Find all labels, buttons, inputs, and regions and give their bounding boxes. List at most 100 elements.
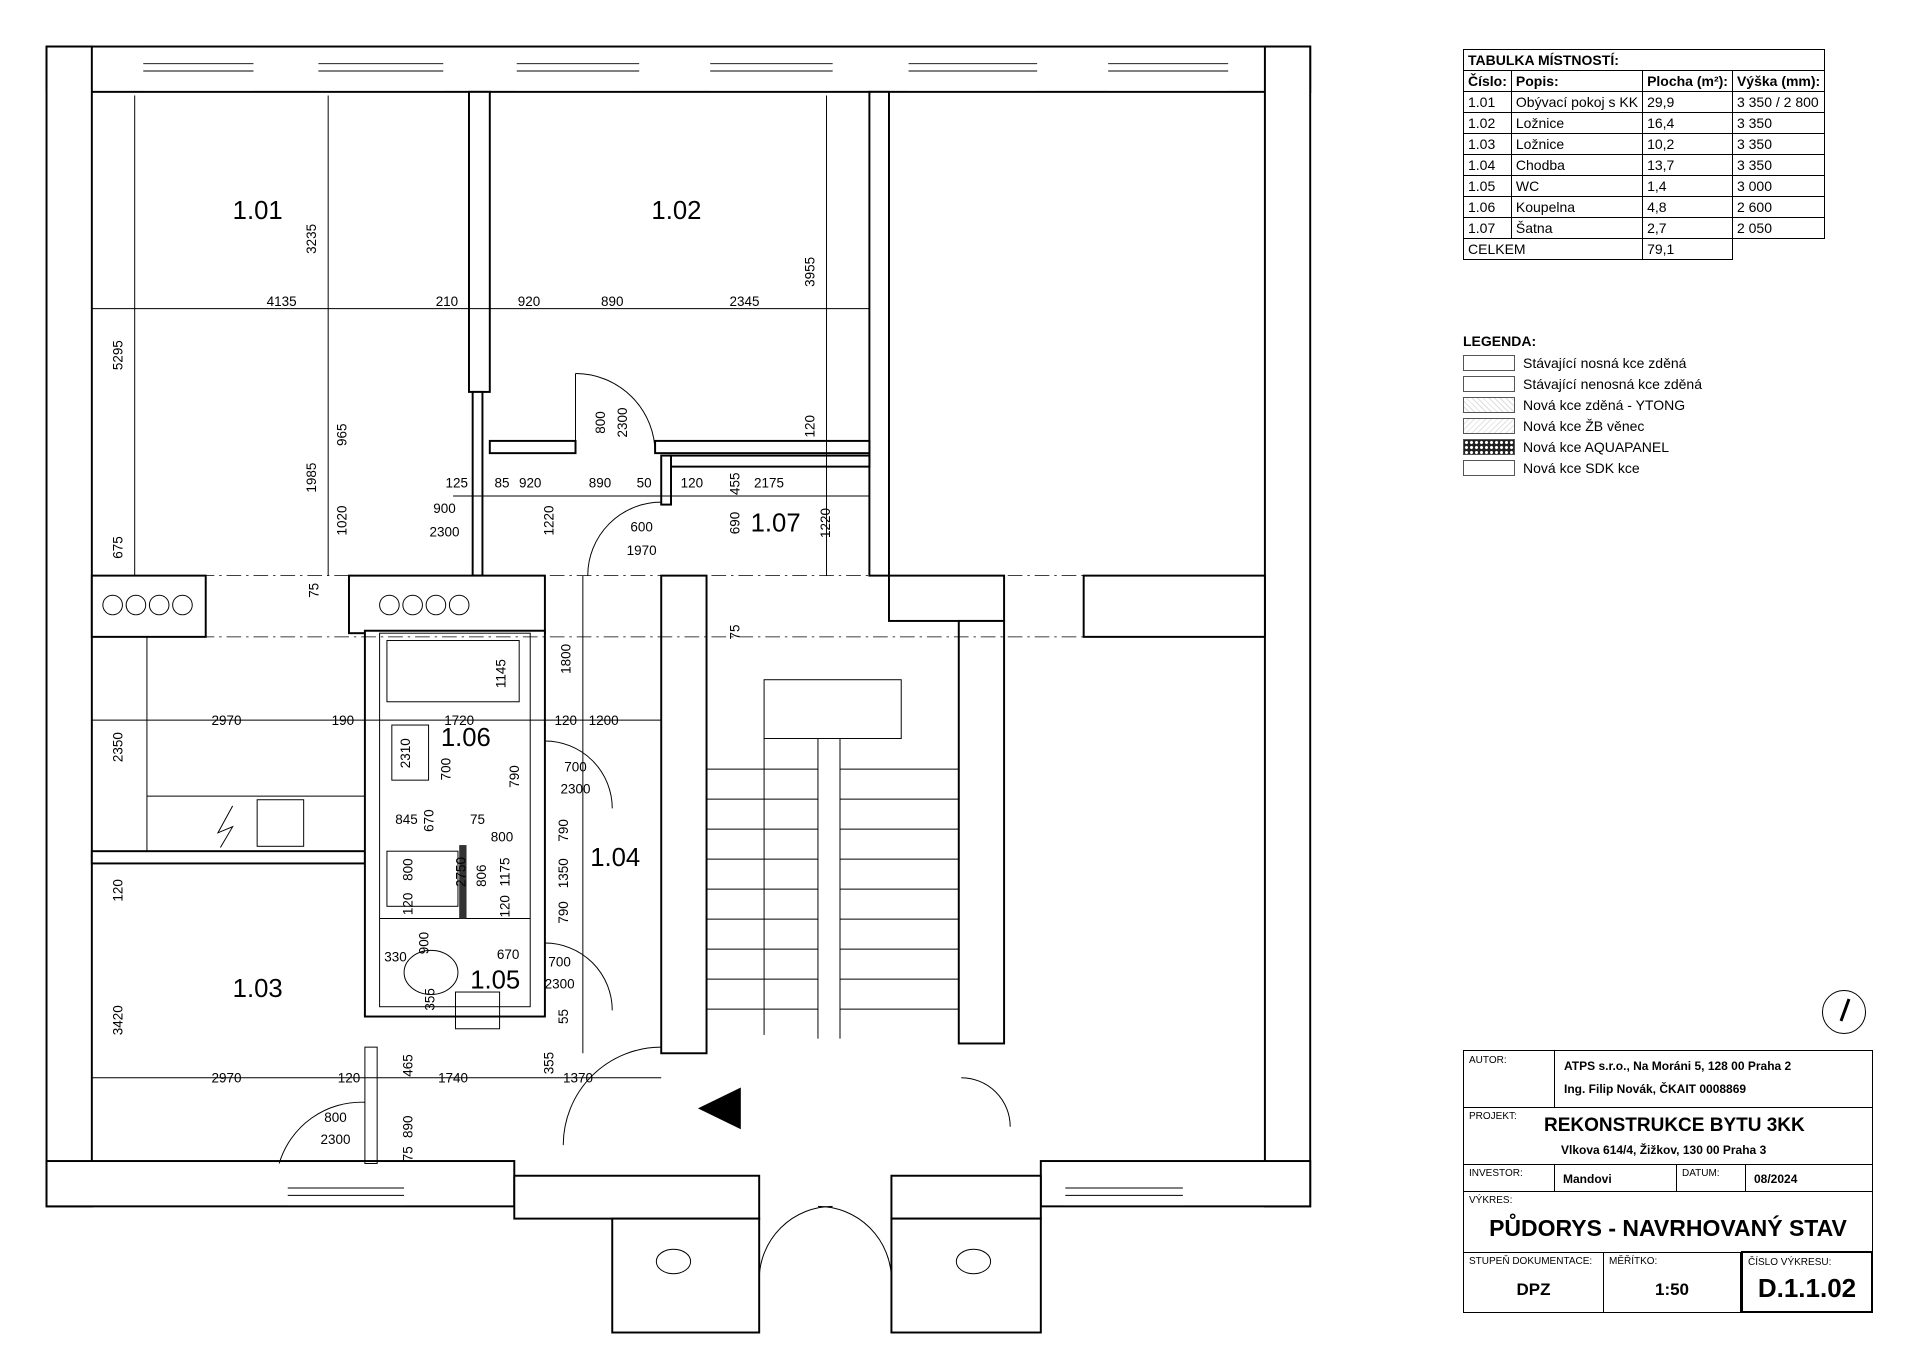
dimension-label: 120 [110, 879, 125, 901]
swatch-ytong [1463, 396, 1515, 413]
legend-label: Stávající nenosná kce zděná [1523, 375, 1703, 392]
cell-area: 1,4 [1642, 175, 1733, 197]
windows [143, 47, 1229, 1206]
dimension-label: 2970 [212, 1071, 242, 1086]
legend-label: Nová kce ŽB věnec [1523, 417, 1645, 434]
cell-description: Ložnice [1510, 112, 1644, 134]
stage: DPZ [1516, 1280, 1551, 1299]
dimension-label: 965 [335, 424, 350, 446]
room-label-1-07: 1.07 [751, 510, 801, 538]
cell-description: Koupelna [1510, 196, 1644, 218]
date: 08/2024 [1754, 1172, 1798, 1186]
cell-area: 10,2 [1642, 133, 1733, 155]
dimension-label: 120 [554, 713, 576, 728]
dimension-label: 2310 [398, 738, 413, 768]
legend-label: Nová kce SDK kce [1523, 459, 1640, 476]
dimension-label: 670 [421, 809, 436, 831]
cell-area: 13,7 [1642, 154, 1733, 176]
cell-number: 1.05 [1463, 175, 1512, 197]
dimension-label: 800 [491, 829, 513, 844]
dimension-label: 920 [518, 294, 540, 309]
dimension-label: 120 [401, 893, 416, 915]
dimension-label: 920 [519, 475, 541, 490]
dimension-label: 700 [439, 758, 454, 780]
dimension-label: 190 [332, 713, 354, 728]
dimension-label: 2300 [561, 782, 591, 797]
dimension-label: 2350 [110, 732, 125, 762]
author-line1: ATPS s.r.o., Na Moráni 5, 128 00 Praha 2 [1564, 1059, 1792, 1073]
dimension-label: 2750 [453, 857, 468, 887]
scale-label: MĚŘÍTKO: [1609, 1256, 1658, 1267]
dimension-label: 600 [630, 520, 652, 535]
dimension-label: 2300 [430, 524, 460, 539]
dimension-label: 330 [384, 949, 406, 964]
title-block: AUTOR: ATPS s.r.o., Na Moráni 5, 128 00 … [1463, 1050, 1873, 1313]
dimension-label: 675 [110, 536, 125, 558]
legend-label: Nová kce zděná - YTONG [1523, 396, 1686, 413]
dimension-label: 1985 [304, 463, 319, 493]
cell-height: 2 600 [1731, 196, 1826, 218]
scale: 1:50 [1654, 1280, 1690, 1299]
legend-label: Nová kce AQUAPANEL [1523, 438, 1670, 455]
legend-item: Nová kce ŽB věnec [1463, 415, 1702, 436]
dimension-label: 75 [401, 1146, 416, 1161]
room-table: TABULKA MÍSTNOSTÍ: Číslo: Popis: Plocha … [1462, 49, 1873, 260]
dimension-label: 890 [401, 1116, 416, 1138]
dimension-label: 1350 [556, 858, 571, 888]
dimension-label: 75 [306, 583, 321, 598]
legend-item: Nová kce AQUAPANEL [1463, 436, 1702, 457]
dimension-label: 1220 [818, 508, 833, 538]
dimension-label: 800 [593, 411, 608, 433]
dimension-label: 690 [728, 512, 743, 534]
stage-label: STUPEŇ DOKUMENTACE: [1469, 1256, 1593, 1267]
legend-item: Stávající nenosná kce zděná [1463, 373, 1702, 394]
dimension-label: 806 [474, 864, 489, 886]
cell-description: Šatna [1510, 217, 1644, 239]
dimension-label: 790 [507, 765, 522, 787]
investor: Mandovi [1563, 1172, 1612, 1186]
dimension-label: 1800 [559, 644, 574, 674]
dimension-label: 1200 [589, 713, 619, 728]
dimension-label: 1970 [627, 543, 657, 558]
info-row: STUPEŇ DOKUMENTACE:DPZ MĚŘÍTKO:1:50 ČÍSL… [1464, 1251, 1873, 1313]
author-line2: Ing. Filip Novák, ČKAIT 0008869 [1564, 1082, 1747, 1096]
staircase [697, 679, 959, 1130]
dimension-label: 465 [401, 1054, 416, 1076]
dimension-label: 3955 [802, 257, 817, 287]
cell-height: 3 350 [1731, 112, 1826, 134]
room-table-title: TABULKA MÍSTNOSTÍ: [1462, 49, 1826, 71]
dimension-label: 455 [728, 473, 743, 495]
legend-label: Stávající nosná kce zděná [1523, 354, 1687, 371]
dimension-label: 900 [417, 932, 432, 954]
dimension-label: 800 [324, 1110, 346, 1125]
dimension-label: 670 [497, 947, 519, 962]
total-label: CELKEM [1462, 238, 1644, 260]
dimension-lines [91, 95, 1265, 1079]
swatch-aquapanel [1463, 438, 1515, 455]
cell-height: 3 000 [1731, 175, 1826, 197]
dimension-label: 900 [433, 501, 455, 516]
cell-number: 1.03 [1463, 133, 1512, 155]
dimension-label: 1720 [444, 713, 474, 728]
dimension-label: 4135 [267, 294, 297, 309]
legend-item: Nová kce zděná - YTONG [1463, 394, 1702, 415]
outer-walls [45, 45, 1312, 1334]
col-header-height: Výška (mm): [1731, 70, 1826, 92]
cell-height: 3 350 [1731, 154, 1826, 176]
cell-area: 2,7 [1642, 217, 1733, 239]
dimension-label: 1740 [438, 1071, 468, 1086]
dimension-label: 355 [541, 1052, 556, 1074]
cell-description: WC [1510, 175, 1644, 197]
entrance-arrow-icon [697, 1087, 741, 1130]
drawing-number: D.1.1.02 [1757, 1273, 1857, 1303]
dimension-label: 120 [681, 475, 703, 490]
dimension-label: 5295 [110, 340, 125, 370]
dimension-label: 3235 [304, 224, 319, 254]
cell-height: 3 350 [1731, 133, 1826, 155]
